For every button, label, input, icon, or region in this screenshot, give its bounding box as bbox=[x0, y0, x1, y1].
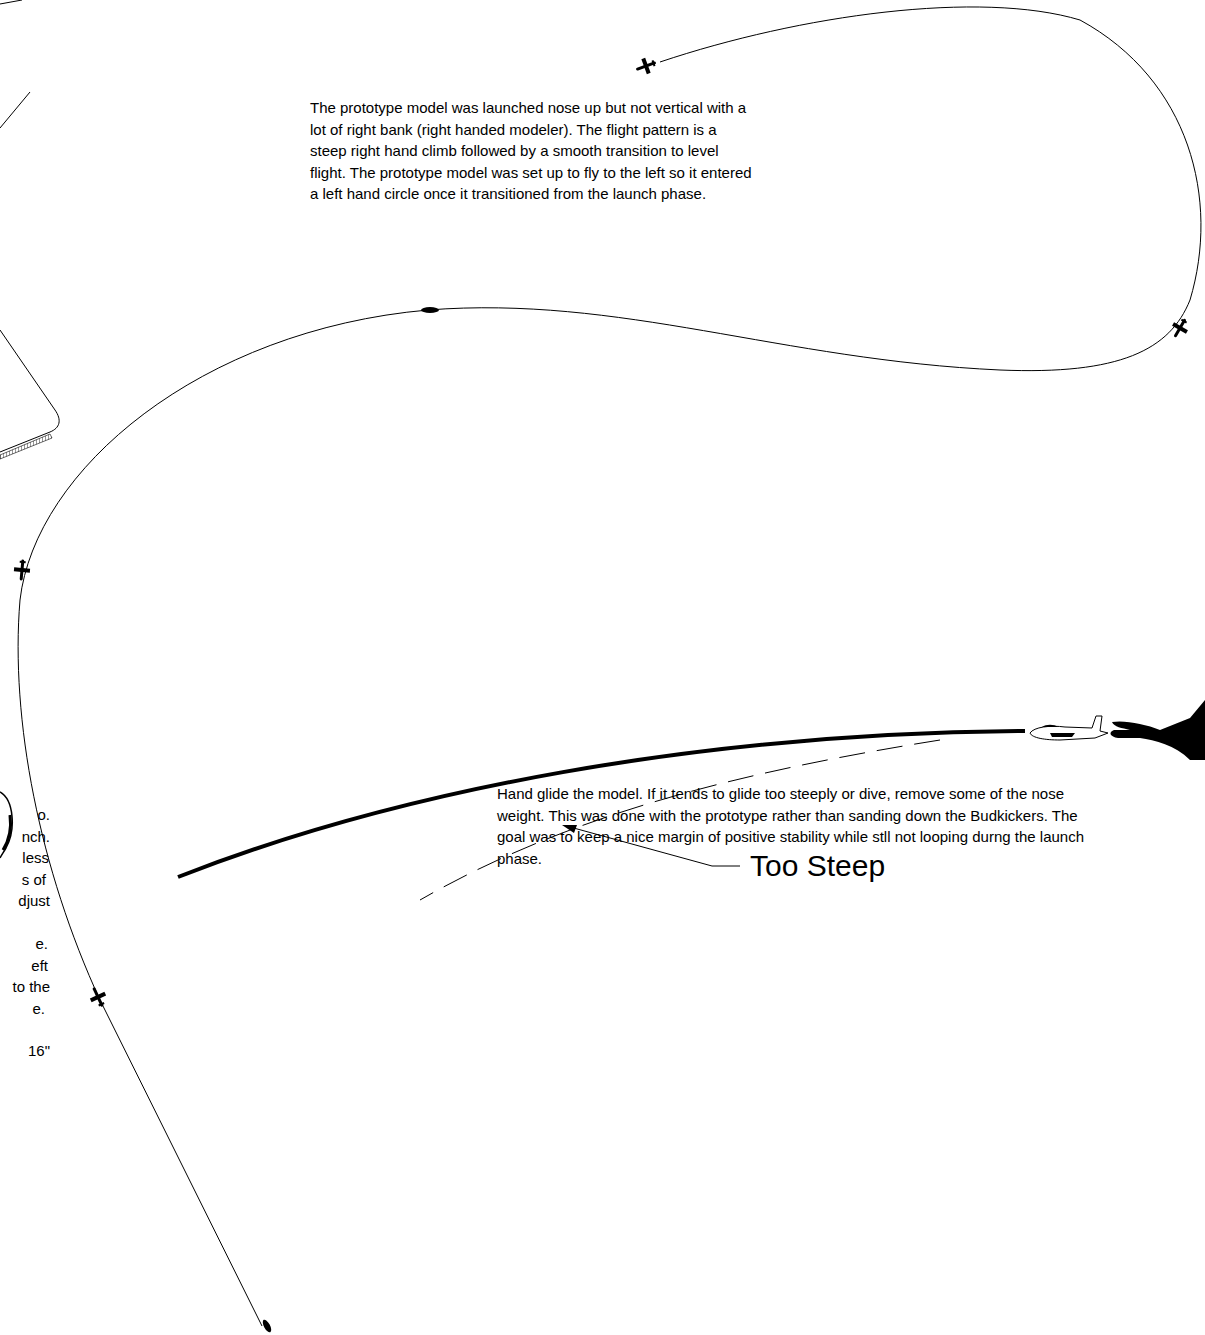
callout-label: Too Steep bbox=[750, 848, 950, 884]
airplane-icon bbox=[87, 985, 109, 1008]
good-glide-path bbox=[178, 731, 1025, 877]
partial-outline bbox=[0, 0, 22, 4]
airplane-icon bbox=[421, 307, 439, 313]
partial-wing bbox=[0, 330, 59, 452]
instruction-note: Hand glide the model. If it tends to gli… bbox=[497, 783, 1109, 869]
cut-text: nch. bbox=[22, 826, 50, 848]
cut-text: eft bbox=[31, 955, 48, 977]
cut-text: djust bbox=[18, 890, 50, 912]
flight-path bbox=[18, 7, 1201, 1326]
partial-wing-edge bbox=[0, 434, 52, 459]
airplane-icon bbox=[13, 560, 31, 579]
airplane-icon bbox=[635, 55, 657, 76]
airplane-icon bbox=[1169, 316, 1192, 340]
airplane-icon bbox=[261, 1318, 273, 1333]
partial-loop bbox=[3, 815, 11, 850]
cut-text: to the bbox=[12, 976, 50, 998]
cut-text: e. bbox=[32, 998, 45, 1020]
partial-outline bbox=[0, 92, 30, 128]
glider-model bbox=[1030, 716, 1108, 740]
cut-text: e. bbox=[35, 933, 48, 955]
cut-text: s of bbox=[22, 869, 46, 891]
cut-text: o. bbox=[37, 804, 50, 826]
cut-text: less bbox=[22, 847, 49, 869]
partial-loop bbox=[0, 792, 12, 858]
hand-silhouette bbox=[1111, 700, 1205, 760]
cut-text: 16" bbox=[28, 1040, 50, 1062]
description-note: The prototype model was launched nose up… bbox=[310, 97, 755, 205]
